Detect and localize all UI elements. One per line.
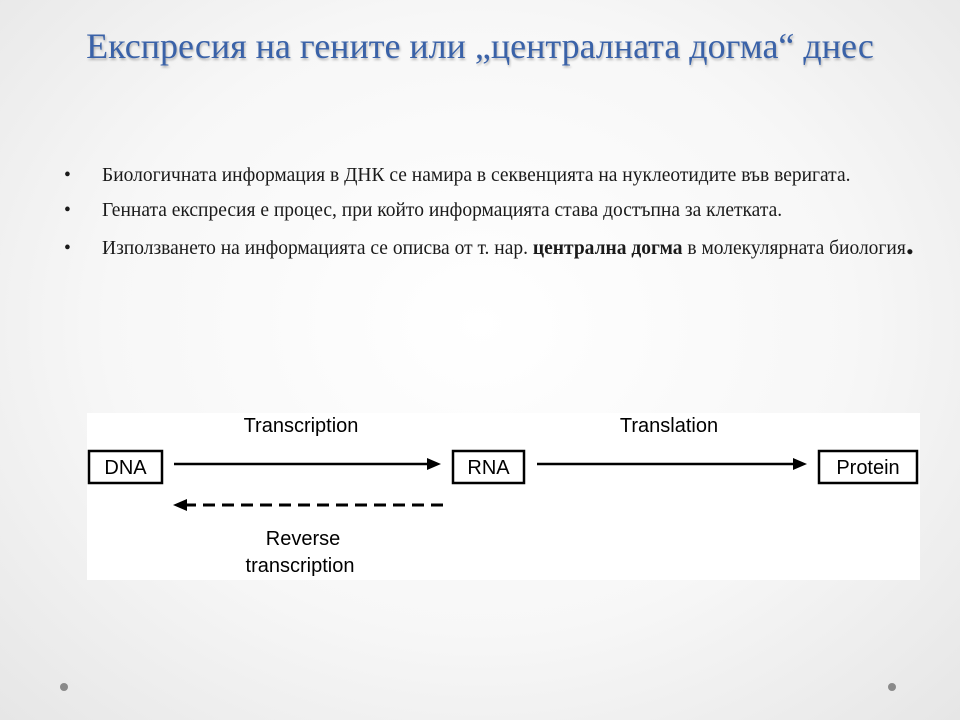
slide-decor-dot-left — [60, 683, 68, 691]
translation-arrowhead — [793, 458, 807, 470]
reverse-label-line2: transcription — [246, 555, 355, 577]
bullet-marker: • — [64, 165, 71, 186]
bullet-list: • Биологичната информация в ДНК се намир… — [64, 162, 934, 273]
protein-label: Protein — [836, 457, 899, 479]
bullet-item: • Използването на информацията се описва… — [64, 227, 934, 265]
reverse-transcription-arrowhead — [173, 499, 187, 511]
central-dogma-diagram: DNA RNA Protein Transcription Translatio… — [87, 413, 920, 580]
rna-label: RNA — [467, 457, 510, 479]
transcription-label: Transcription — [244, 415, 359, 437]
bullet-bold-term: централна догма — [532, 238, 683, 259]
slide-decor-dot-right — [888, 683, 896, 691]
bullet-item: • Биологичната информация в ДНК се намир… — [64, 162, 934, 189]
rna-box — [451, 449, 526, 485]
bullet-marker: • — [64, 200, 71, 221]
bullet-item: • Генната експресия е процес, при който … — [64, 197, 934, 224]
reverse-label-line1: Reverse — [266, 528, 340, 550]
bullet-marker: • — [64, 238, 71, 259]
translation-label: Translation — [620, 415, 718, 437]
bullet-text: Генната експресия е процес, при който ин… — [102, 200, 783, 221]
bullet-text: Биологичната информация в ДНК се намира … — [102, 165, 851, 186]
bullet-end-mark: . — [905, 225, 914, 261]
slide-title: Експресия на гените или „централната дог… — [86, 26, 874, 66]
protein-box — [817, 449, 919, 485]
bullet-text: Използването на информацията се описва о… — [102, 238, 533, 259]
dna-label: DNA — [104, 457, 147, 479]
bullet-text: в молекулярната биология — [682, 238, 906, 259]
dna-box — [87, 449, 164, 485]
transcription-arrowhead — [427, 458, 441, 470]
